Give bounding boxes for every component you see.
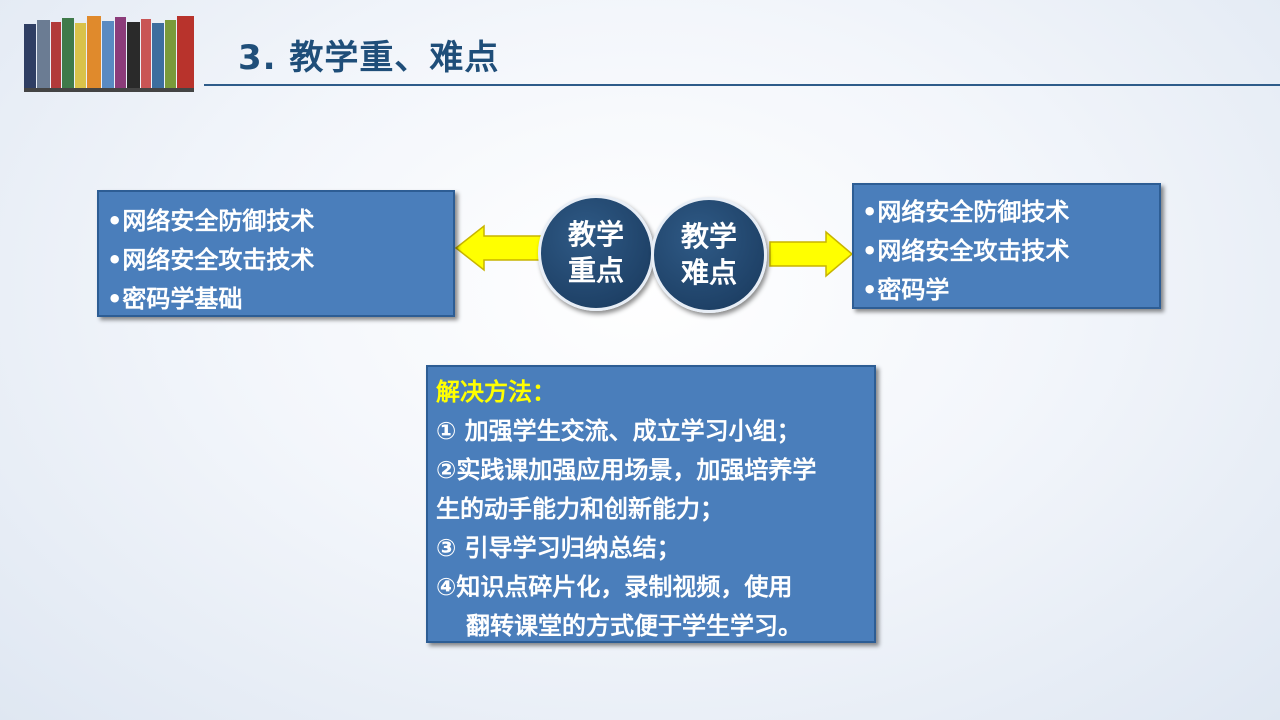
solution-heading: 解决方法： bbox=[436, 378, 556, 406]
difficult-point-item: •网络安全防御技术 bbox=[862, 198, 1070, 226]
circle-label: 教学 bbox=[567, 218, 624, 251]
solution-line: ③ 引导学习归纳总结； bbox=[436, 534, 681, 562]
left-arrow-icon bbox=[454, 224, 543, 272]
solution-line: 生的动手能力和创新能力； bbox=[436, 495, 724, 523]
solution-line: ④知识点碎片化，录制视频，使用 bbox=[436, 573, 793, 601]
title-divider bbox=[204, 84, 1280, 86]
key-points-circle: 教学 重点 bbox=[538, 195, 654, 311]
key-points-box: •网络安全防御技术 •网络安全攻击技术 •密码学基础 bbox=[97, 190, 455, 317]
difficult-points-box: •网络安全防御技术 •网络安全攻击技术 •密码学 bbox=[852, 183, 1161, 309]
solution-line: ②实践课加强应用场景，加强培养学 bbox=[436, 456, 817, 484]
key-point-item: •密码学基础 bbox=[107, 285, 243, 313]
difficult-points-circle: 教学 难点 bbox=[651, 197, 767, 313]
solution-box: 解决方法： ① 加强学生交流、成立学习小组； ②实践课加强应用场景，加强培养学 … bbox=[426, 365, 876, 643]
circle-label: 教学 bbox=[680, 220, 737, 253]
books-decoration bbox=[24, 16, 194, 92]
circle-label: 重点 bbox=[567, 254, 624, 287]
key-point-item: •网络安全防御技术 bbox=[107, 207, 315, 235]
key-point-item: •网络安全攻击技术 bbox=[107, 246, 315, 274]
circle-label: 难点 bbox=[680, 256, 737, 289]
solution-line: ① 加强学生交流、成立学习小组； bbox=[436, 417, 801, 445]
right-arrow-icon bbox=[769, 230, 854, 278]
difficult-point-item: •密码学 bbox=[862, 276, 950, 304]
page-title: 3. 教学重、难点 bbox=[238, 38, 500, 78]
solution-line: 翻转课堂的方式便于学生学习。 bbox=[466, 612, 802, 640]
difficult-point-item: •网络安全攻击技术 bbox=[862, 237, 1070, 265]
